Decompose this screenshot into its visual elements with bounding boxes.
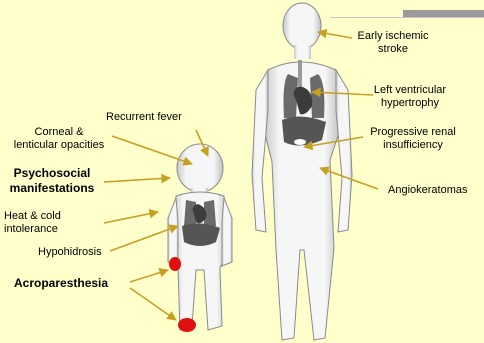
label-recurrent-fever: Recurrent fever [106,111,182,124]
hand-pain-highlight [169,257,181,271]
arrow-acro-hand [130,270,168,282]
adult-head [283,3,321,49]
child-head [177,144,223,192]
label-left-ventricular-hypertrophy: Left ventricular hypertrophy [360,84,460,110]
child-left-arm [168,198,178,266]
arrow-heat-cold [104,212,158,223]
adult-body [252,3,352,340]
label-text: Early ischemic stroke [358,30,429,55]
label-psychosocial-manifestations: Psychosocial manifestations [2,166,102,196]
label-corneal-opacities: Corneal & lenticular opacities [0,126,118,152]
child-liver [182,223,220,246]
label-text: Psychosocial manifestations [10,166,95,195]
arrow-acro-foot [130,288,176,320]
foot-pain-highlight [178,318,196,332]
label-angiokeratomas: Angiokeratomas [388,184,468,197]
child-right-arm [222,198,232,266]
arrow-stroke [318,32,352,38]
label-text: Left ventricular hypertrophy [374,84,446,109]
arrow-corneal [112,136,192,164]
arrow-psychosocial [104,178,170,182]
label-acroparesthesia: Acroparesthesia [14,276,108,291]
label-text: Corneal & lenticular opacities [14,126,105,151]
label-text: Progressive renal insufficiency [370,126,456,151]
label-early-ischemic-stroke: Early ischemic stroke [352,30,434,56]
label-progressive-renal-insufficiency: Progressive renal insufficiency [356,126,470,152]
adult-left-arm [252,70,268,232]
label-heat-cold-intolerance: Heat & cold intolerance [4,210,61,236]
label-hypohidrosis: Hypohidrosis [38,246,102,259]
